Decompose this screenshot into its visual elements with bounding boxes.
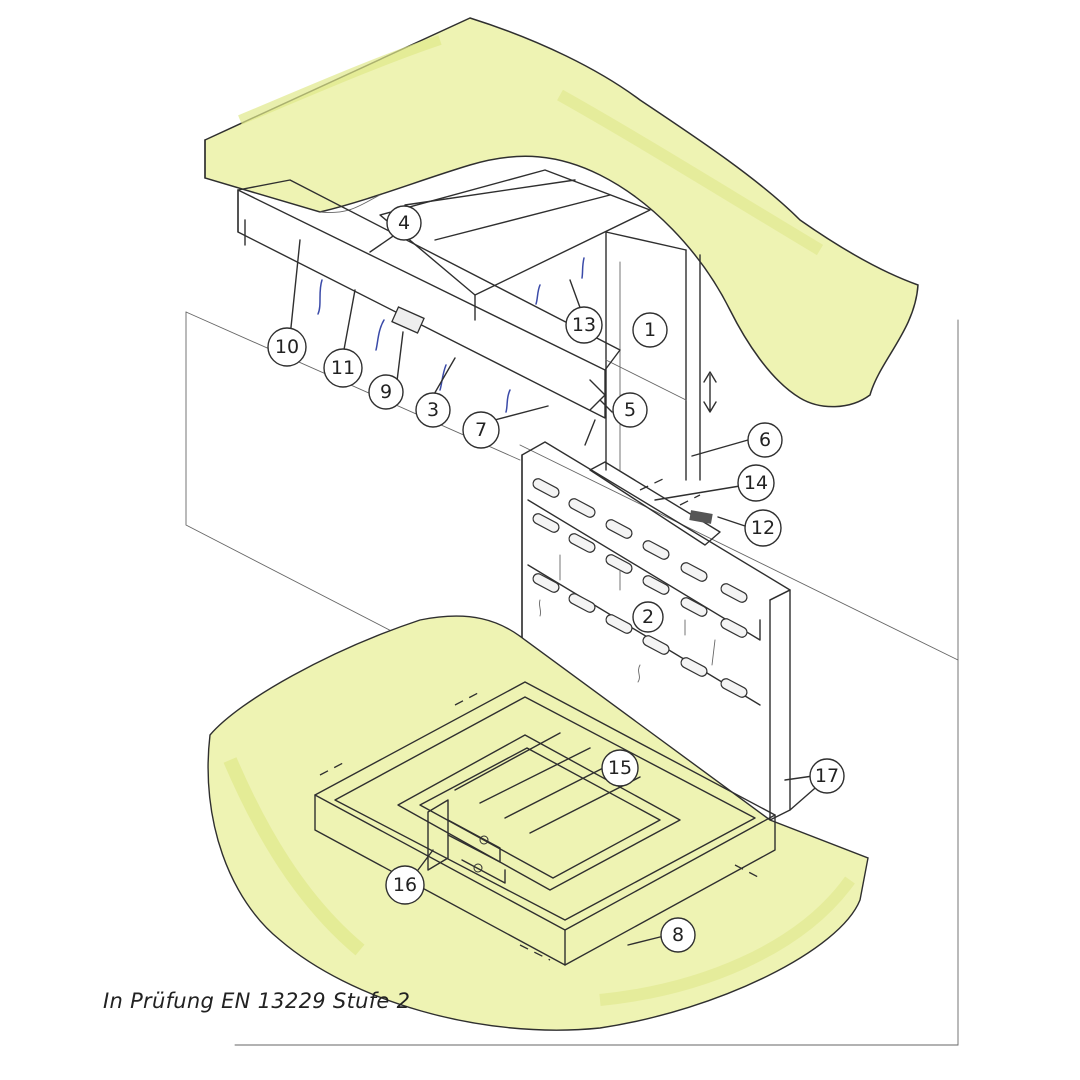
base-platform bbox=[314, 681, 776, 966]
svg-text:13: 13 bbox=[572, 314, 596, 336]
floor-slab bbox=[207, 615, 869, 1031]
rail-beam bbox=[237, 179, 621, 446]
callout-11: 11 bbox=[323, 348, 363, 388]
rail-hooks bbox=[317, 257, 585, 413]
svg-text:9: 9 bbox=[380, 381, 392, 403]
callout-5: 5 bbox=[612, 392, 648, 428]
caption: In Prüfung EN 13229 Stufe 2 bbox=[103, 989, 411, 1013]
panel-slots bbox=[532, 478, 748, 698]
svg-text:5: 5 bbox=[624, 399, 636, 421]
callout-14: 14 bbox=[737, 464, 775, 502]
svg-text:16: 16 bbox=[393, 874, 417, 896]
floor-clamp bbox=[427, 799, 506, 884]
svg-text:17: 17 bbox=[815, 765, 839, 787]
svg-text:10: 10 bbox=[275, 336, 299, 358]
callout-10: 10 bbox=[267, 327, 307, 367]
svg-text:2: 2 bbox=[642, 606, 654, 628]
ceiling-panel bbox=[379, 169, 651, 321]
callout-6: 6 bbox=[747, 422, 783, 458]
callout-16: 16 bbox=[385, 865, 425, 905]
svg-text:8: 8 bbox=[672, 924, 684, 946]
callout-9: 9 bbox=[368, 374, 404, 410]
callout-2: 2 bbox=[632, 601, 664, 633]
svg-text:15: 15 bbox=[608, 757, 632, 779]
callout-7: 7 bbox=[462, 411, 500, 449]
callout-1: 1 bbox=[632, 312, 668, 348]
svg-text:6: 6 bbox=[759, 429, 771, 451]
callout-12: 12 bbox=[744, 509, 782, 547]
ceiling-slab bbox=[204, 17, 919, 408]
top-bracket bbox=[589, 461, 721, 546]
svg-text:11: 11 bbox=[331, 357, 355, 379]
callout-4: 4 bbox=[386, 205, 422, 241]
svg-text:3: 3 bbox=[427, 399, 439, 421]
svg-text:1: 1 bbox=[644, 319, 656, 341]
callout-15: 15 bbox=[601, 749, 639, 787]
svg-text:4: 4 bbox=[398, 212, 410, 234]
callout-3: 3 bbox=[415, 392, 451, 428]
callout-17: 17 bbox=[809, 758, 845, 794]
callout-8: 8 bbox=[660, 917, 696, 953]
callout-13: 13 bbox=[565, 306, 603, 344]
svg-text:12: 12 bbox=[751, 517, 775, 539]
svg-text:14: 14 bbox=[744, 472, 768, 494]
hanger-bracket bbox=[605, 231, 717, 481]
svg-text:7: 7 bbox=[475, 419, 487, 441]
